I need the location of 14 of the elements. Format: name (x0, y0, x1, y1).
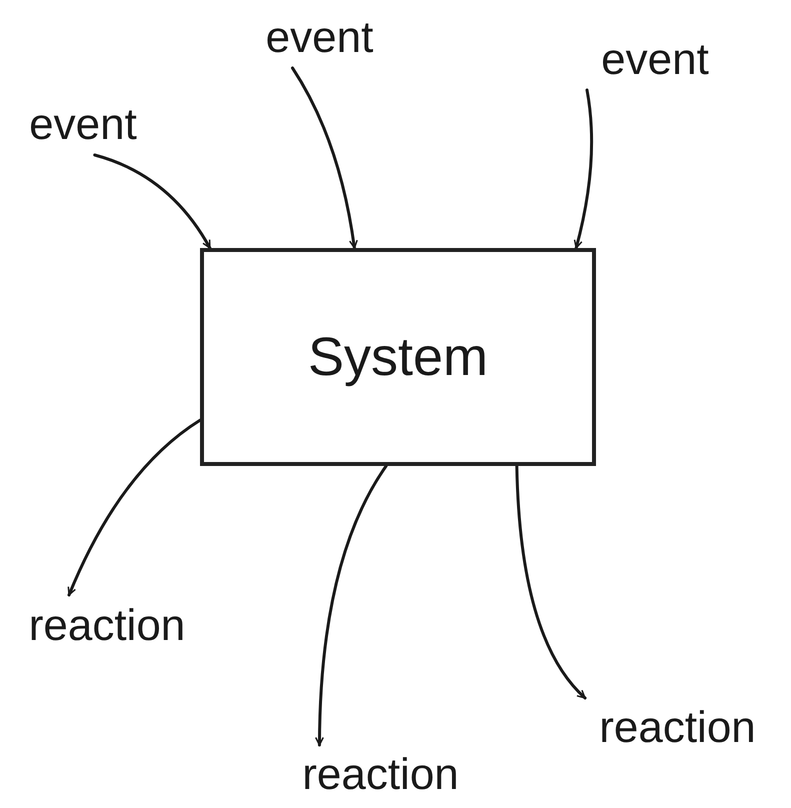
arrow (291, 66, 358, 250)
handwritten-label: reaction (28, 601, 186, 651)
arrow (68, 418, 202, 596)
arrow (315, 464, 388, 746)
process-box (200, 248, 596, 466)
handwritten-label: event (266, 13, 374, 63)
arrow (93, 154, 212, 250)
box-label: System (308, 326, 488, 388)
handwritten-label: event (29, 100, 137, 150)
arrow (515, 464, 587, 700)
handwritten-label: reaction (302, 750, 459, 800)
handwritten-label: reaction (599, 703, 756, 753)
arrow (574, 88, 594, 250)
handwritten-label: event (601, 35, 709, 85)
